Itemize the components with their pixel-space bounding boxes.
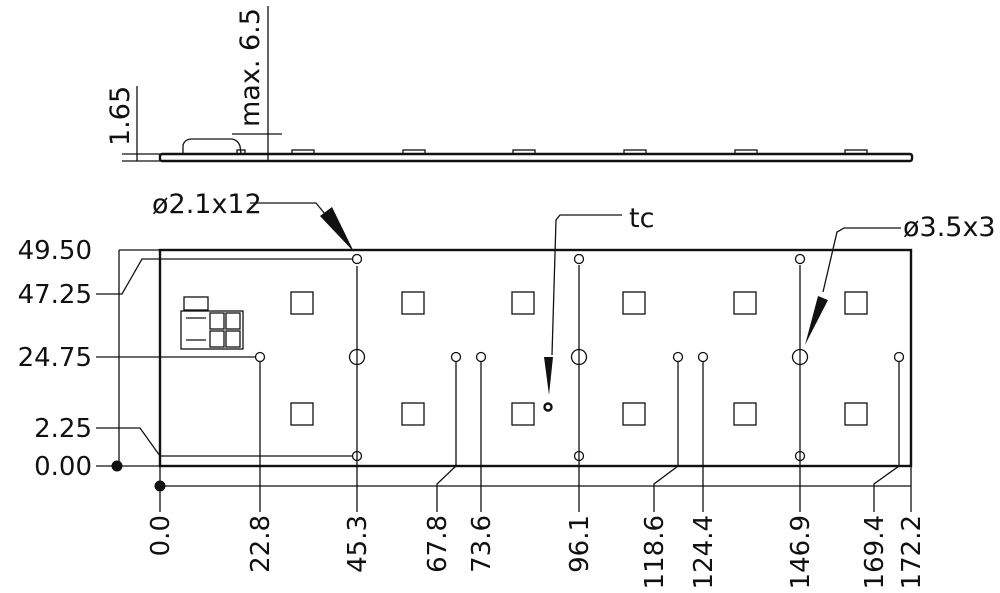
side-led [844, 149, 868, 155]
small-hole [254, 351, 266, 363]
side-connector [182, 138, 242, 155]
small-hole [351, 253, 363, 265]
x-label-124-4: 124.4 [689, 515, 719, 589]
x-label-73-6: 73.6 [467, 515, 497, 573]
small-hole-callout-label: ø2.1x12 [152, 189, 262, 220]
led-square [844, 402, 868, 426]
x-label-96-1: 96.1 [565, 515, 595, 573]
y-label-47-25: 47.25 [18, 280, 92, 310]
x-label-118-6: 118.6 [640, 515, 670, 589]
y-origin-dot [111, 460, 123, 472]
top-view [96, 202, 913, 512]
x-label-146-9: 146.9 [786, 515, 816, 589]
small-hole-callout-arrow [320, 207, 354, 252]
side-view: 1.65 max. 6.5 [105, 6, 914, 163]
x-label-67-8: 67.8 [423, 515, 453, 573]
led-square [733, 402, 757, 426]
y-label-2-25: 2.25 [34, 414, 92, 444]
led-square [290, 291, 314, 315]
side-board [158, 152, 914, 163]
side-led [291, 149, 315, 155]
side-led [734, 149, 758, 155]
small-hole [672, 351, 684, 363]
x-label-169-4: 169.4 [860, 515, 890, 589]
led-square [290, 402, 314, 426]
connector-block [180, 296, 244, 350]
led-square [401, 291, 425, 315]
side-connector-tab [236, 149, 246, 155]
small-hole [450, 351, 462, 363]
large-hole-callout-label: ø3.5x3 [903, 212, 996, 243]
y-labels: 49.50 47.25 24.75 2.25 0.00 [18, 236, 92, 482]
y-leaders [96, 249, 353, 467]
small-hole [573, 253, 585, 265]
led-square [622, 402, 646, 426]
x-label-0-0: 0.0 [146, 515, 176, 556]
small-hole [697, 351, 709, 363]
led-square [401, 402, 425, 426]
x-leaders [159, 265, 912, 512]
y-label-24-75: 24.75 [18, 343, 92, 373]
led-square [511, 291, 535, 315]
x-origin-dot [154, 480, 166, 492]
small-hole [794, 253, 806, 265]
thickness-label: 1.65 [105, 86, 136, 146]
small-hole [475, 351, 487, 363]
tc-callout-arrow [544, 357, 553, 395]
max-height-label: max. 6.5 [235, 8, 266, 127]
y-label-0-00: 0.00 [34, 452, 92, 482]
x-label-45-3: 45.3 [343, 515, 373, 573]
tc-callout-label: tc [629, 203, 654, 234]
small-hole [893, 351, 905, 363]
large-hole-callout-arrow [805, 296, 828, 345]
x-labels: 0.0 22.8 45.3 67.8 73.6 96.1 118.6 124.4… [146, 515, 927, 589]
led-square [733, 291, 757, 315]
x-label-172-2: 172.2 [897, 515, 927, 589]
side-led [402, 149, 426, 155]
tc-callout-leader [551, 214, 622, 356]
y-label-49-50: 49.50 [18, 236, 92, 266]
tc-point [543, 402, 553, 412]
led-square [622, 291, 646, 315]
led-square [844, 291, 868, 315]
board-outline [158, 248, 913, 468]
x-label-22-8: 22.8 [246, 515, 276, 573]
side-led [512, 149, 536, 155]
large-hole-callout-leader [822, 227, 901, 293]
led-square [511, 402, 535, 426]
side-led [623, 149, 647, 155]
